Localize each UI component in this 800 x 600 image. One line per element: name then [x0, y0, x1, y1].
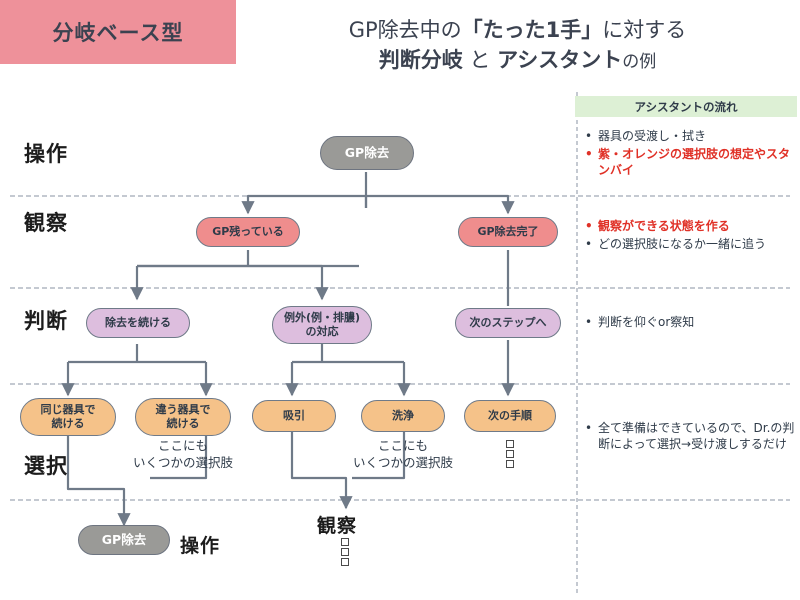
bullet-icon: • — [585, 421, 593, 435]
edge-split-top — [246, 194, 368, 208]
title-seg-2a: 判断分岐 — [378, 48, 463, 72]
node-next-procedure[interactable]: 次の手順 — [464, 400, 556, 432]
node-same-tool-line2: 続ける — [51, 417, 85, 430]
panel-item: • 器具の受渡し・拭き — [585, 128, 797, 144]
page-title-line-2: 判断分岐 と アシスタントの例 — [379, 46, 657, 76]
bullet-icon: • — [585, 219, 593, 233]
node-different-tool-line2: 続ける — [166, 417, 200, 430]
panel-item: • 紫・オレンジの選択肢の想定やスタンバイ — [585, 146, 797, 178]
row-label-selection: 選択 — [24, 454, 68, 478]
panel-item-text: 判断を仰ぐor察知 — [598, 315, 695, 329]
node-same-tool[interactable]: 同じ器具で 続ける — [20, 398, 116, 436]
assistant-panel: アシスタントの流れ — [575, 96, 797, 117]
node-exception-line2: の対応 — [305, 325, 339, 338]
title-seg-2b: と — [462, 48, 498, 72]
node-continue-removal[interactable]: 除去を続ける — [86, 308, 190, 338]
placeholder-squares-procedure — [506, 440, 514, 468]
panel-item-text: 観察ができる状態を作る — [598, 219, 730, 233]
row-label-observation: 観察 — [24, 211, 68, 235]
title-seg-1a: GP除去中の — [348, 18, 462, 43]
panel-item: • 観察ができる状態を作る — [585, 218, 797, 234]
placeholder-square — [506, 460, 514, 468]
node-irrigation[interactable]: 洗浄 — [361, 400, 445, 432]
panel-group-observation: • 観察ができる状態を作る • どの選択肢になるか一緒に追う — [585, 218, 797, 254]
panel-group-selection: • 全て準備はできているので、Dr.の判断によって選択→受け渡しするだけ — [585, 420, 797, 454]
annotation-more-choices-b-line2: いくつかの選択肢 — [352, 454, 453, 470]
panel-group-operation: • 器具の受渡し・拭き • 紫・オレンジの選択肢の想定やスタンバイ — [585, 128, 797, 181]
panel-item: • どの選択肢になるか一緒に追う — [585, 236, 797, 252]
bullet-icon: • — [585, 315, 593, 329]
bullet-icon: • — [585, 237, 593, 252]
placeholder-square — [341, 548, 349, 556]
assistant-panel-title: アシスタントの流れ — [575, 96, 797, 117]
panel-item-text: 器具の受渡し・拭き — [598, 129, 707, 143]
row-label-judgment: 判断 — [24, 309, 68, 333]
placeholder-squares-observation — [341, 538, 349, 566]
edge-split-top-right — [366, 194, 510, 208]
annotation-more-choices-a: ここにも いくつかの選択肢 — [118, 438, 248, 472]
node-gp-removal-bottom[interactable]: GP除去 — [78, 525, 170, 555]
placeholder-square — [341, 538, 349, 546]
node-exception-line1: 例外(例・排膿) — [283, 311, 361, 325]
panel-group-judgment: • 判断を仰ぐor察知 — [585, 314, 797, 332]
node-different-tool[interactable]: 違う器具で 続ける — [135, 398, 231, 436]
node-gp-done[interactable]: GP除去完了 — [458, 217, 558, 247]
annotation-more-choices-b-line1: ここにも — [377, 438, 428, 453]
node-same-tool-line1: 同じ器具で — [40, 403, 96, 417]
node-gp-removal-top[interactable]: GP除去 — [320, 136, 414, 170]
node-suction[interactable]: 吸引 — [252, 400, 336, 432]
title-seg-1b: 「たった1手」 — [461, 18, 603, 43]
node-gp-remaining[interactable]: GP残っている — [196, 217, 300, 247]
annotation-loop-observation: 観察 — [317, 515, 358, 537]
placeholder-square — [506, 450, 514, 458]
panel-item: • 判断を仰ぐor察知 — [585, 314, 797, 330]
header-badge: 分岐ベース型 — [0, 0, 236, 64]
page-title: GP除去中の「たった1手」に対する 判断分岐 と アシスタントの例 — [240, 4, 795, 88]
panel-item: • 全て準備はできているので、Dr.の判断によって選択→受け渡しするだけ — [585, 420, 797, 452]
title-seg-1c: に対する — [602, 18, 687, 43]
node-different-tool-line1: 違う器具で — [155, 403, 211, 417]
annotation-more-choices-b: ここにも いくつかの選択肢 — [338, 438, 468, 472]
panel-item-text: 紫・オレンジの選択肢の想定やスタンバイ — [598, 147, 791, 178]
placeholder-square — [506, 440, 514, 448]
bullet-icon: • — [585, 129, 593, 143]
annotation-more-choices-a-line1: ここにも — [157, 438, 208, 453]
node-next-step[interactable]: 次のステップへ — [455, 308, 561, 338]
row-label-operation: 操作 — [24, 142, 68, 166]
header-badge-label: 分岐ベース型 — [52, 21, 184, 45]
edge-sametool-loop — [66, 424, 131, 527]
panel-item-text: どの選択肢になるか一緒に追う — [598, 237, 767, 252]
node-exception-handling[interactable]: 例外(例・排膿) の対応 — [272, 306, 372, 344]
placeholder-square — [341, 558, 349, 566]
annotation-loop-operation: 操作 — [180, 535, 221, 557]
title-seg-2c: アシスタント — [497, 48, 623, 72]
panel-item-text: 全て準備はできているので、Dr.の判断によって選択→受け渡しするだけ — [598, 421, 795, 452]
title-seg-2d: の例 — [622, 52, 657, 72]
page-title-line-1: GP除去中の「たった1手」に対する — [349, 16, 687, 46]
annotation-more-choices-a-line2: いくつかの選択肢 — [132, 454, 233, 470]
bullet-icon: • — [585, 147, 593, 162]
